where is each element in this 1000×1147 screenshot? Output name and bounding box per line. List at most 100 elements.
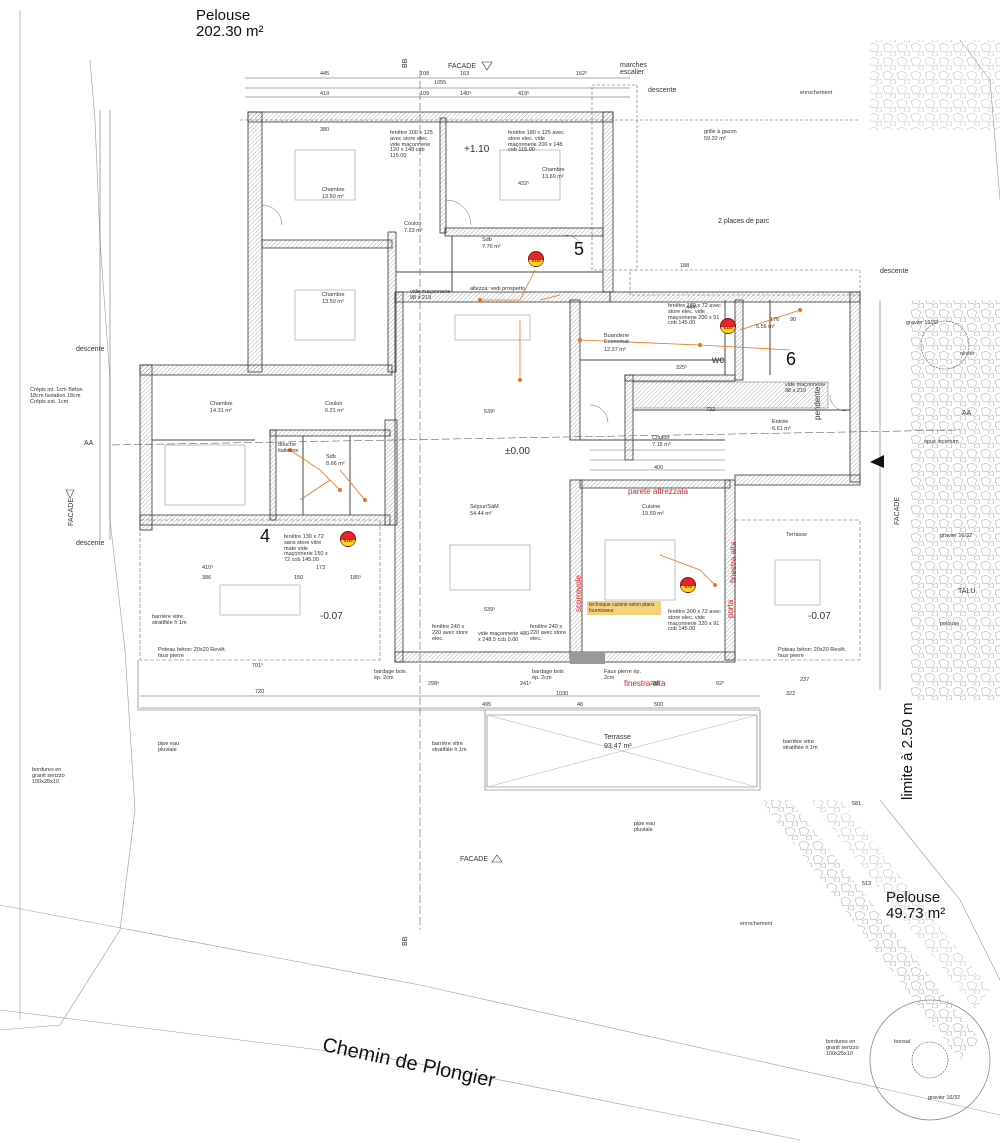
room-area: 13.50 m² (322, 299, 344, 305)
enrochement-2: enrochement (740, 921, 773, 927)
dim: 188 (680, 263, 690, 269)
descente-2: descente (76, 540, 105, 547)
room-area: 19.59 m² (642, 511, 664, 517)
electrical-marker: S75 (680, 577, 696, 593)
finestra-alta-horizontal: finestra alta (624, 679, 666, 688)
dim: 495 (482, 702, 492, 708)
gravier-1: gravier 16/32 (906, 320, 939, 326)
dim: 162⁵ (576, 71, 588, 77)
stone-wall-diagonal (760, 800, 980, 1060)
dim: 92⁵ (716, 681, 725, 687)
dim: 410⁵ (202, 565, 214, 571)
dim: 1030 (556, 691, 569, 697)
room-area: 13.69 m² (542, 174, 564, 180)
room-name: Chambre (322, 292, 345, 298)
bordures-1: bordures en granit serizzo 100x25x10 (32, 767, 65, 785)
fenetre-sejour-2: fenêtre 240 x 220 avec store elec. (530, 624, 567, 642)
fenetre-cuisine: fenêtre 300 x 72 avec store elec. vide m… (668, 609, 721, 633)
finestra-alta-vertical: finestra alta (729, 541, 738, 583)
dimension-lines (99, 77, 881, 709)
bonsai-tree (911, 1041, 949, 1079)
level-terrace-right: -0.07 (808, 611, 831, 622)
dim: 325⁵ (676, 365, 688, 371)
dim: 1055 (434, 80, 447, 86)
dim: 581 (852, 801, 862, 807)
parking-label: 2 places de parc (718, 218, 770, 225)
fenetre-chambre-1: fenêtre 180 x 125 avec store elec. vide … (508, 130, 564, 154)
dim: 150 (294, 575, 304, 581)
terrace-south-area: 93.47 m² (604, 743, 632, 750)
bb-top: BB (402, 58, 409, 68)
vide-98-east: vide maçonnerie 98 x 219 (785, 382, 826, 394)
pelouse-small: pelouse (940, 621, 960, 627)
dim: 109 (420, 91, 430, 97)
dim: 185⁵ (350, 575, 362, 581)
dim: 140⁵ (460, 91, 472, 97)
barriere-right: barrière vitre stratifiée h 1m (783, 739, 818, 751)
furniture (164, 149, 821, 616)
technique-tag: technique cuisine selon plans fournisseu… (587, 601, 661, 615)
vide-98: vide maçonnerie 98 x 219 (410, 289, 451, 301)
fenetre-buanderie: fenêtre 180 x 72 avec store elec. vide m… (668, 303, 721, 327)
parete-note: parete attrezzata (628, 487, 689, 496)
crepis-label: Crépis int. 1cm Béton 18cm Isolation 18c… (30, 387, 83, 405)
dim: 48 (577, 702, 584, 708)
terrace-south-label: Terrasse (604, 734, 631, 741)
site-boundary (0, 10, 1000, 1141)
dim: 400 (654, 465, 664, 471)
descente-3: descente (648, 87, 677, 94)
lawn-north-label: Pelouse (196, 7, 251, 24)
pipe-2: pipe eau pluviale (634, 821, 656, 833)
room-area: 12.37 m² (604, 347, 626, 353)
altezza-note: altezza: vedi prospetto (470, 286, 526, 292)
limit-label: limite à 2.50 m (899, 702, 916, 800)
dim: 288 (650, 681, 660, 687)
olivier-label: olivier (960, 351, 975, 357)
dim: 108 (420, 71, 430, 77)
bonsai-label: bonsaï (894, 1039, 911, 1045)
stone-wall-right (910, 300, 1000, 700)
bardage-2: bardage bois ép. 2cm (532, 669, 564, 681)
staircase (590, 381, 829, 471)
room-name: Couloir (404, 221, 422, 227)
facade-bottom: FACADE (460, 856, 489, 863)
barriere-left: barrière vitre stratifiée h 1m (152, 614, 187, 626)
gravier-3: gravier 16/32 (928, 1095, 961, 1101)
dim: 237 (800, 677, 810, 683)
room-number-6: 6 (786, 349, 797, 369)
dim: 539⁵ (484, 607, 496, 613)
fenetre-sejour-1: fenêtre 240 x 220 avec store elec. (432, 624, 469, 642)
level-main: ±0.00 (505, 446, 530, 457)
aa-right: AA (962, 410, 972, 417)
facade-left: FACADE (68, 497, 75, 526)
bonsai-planter (869, 999, 991, 1121)
bordures-2: bordures en granit serizzo 100x25x10 (826, 1039, 859, 1057)
room-area: 6.21 m² (325, 408, 344, 414)
room-area: 5.56 m² (756, 324, 775, 330)
electrical-marker: S110 (720, 318, 736, 334)
room-area: 13.50 m² (322, 194, 344, 200)
bb-bottom: BB (402, 936, 409, 946)
room-name: Séjour/SàM (470, 504, 499, 510)
dim: 176 (770, 317, 780, 323)
barriere-mid: barrière vitre stratifiée h 1m (432, 741, 467, 753)
fenetre-sdb: fenêtre 130 x 72 sans store vitre mate v… (284, 534, 328, 564)
dim: 444⁵ (686, 305, 698, 311)
room-area: 7.15 m² (652, 442, 671, 448)
bardage-1: bardage bois ép. 2cm (374, 669, 406, 681)
dim: 173 (316, 565, 326, 571)
dim: 419 (320, 91, 330, 97)
partitions (152, 236, 850, 515)
room-name: Sdb (326, 454, 336, 460)
faux-pierre: Faux pierre ép. 2cm (604, 669, 641, 681)
lawn-north-area: 202.30 m² (196, 23, 264, 40)
room-area: 7.76 m² (482, 244, 501, 250)
vide-sejour: vide maçonnerie 480 x 248.5 ccb 0.00 (478, 631, 530, 643)
dim: 722 (706, 407, 716, 413)
douche-label: douche italienne (278, 442, 299, 454)
scorrevole-note: scorrevole (574, 575, 583, 612)
facade-arrow-top (481, 61, 493, 71)
room-area: 54.44 m² (470, 511, 492, 517)
room-name: Terrasse (786, 532, 808, 538)
facade-arrow-right (870, 455, 884, 468)
